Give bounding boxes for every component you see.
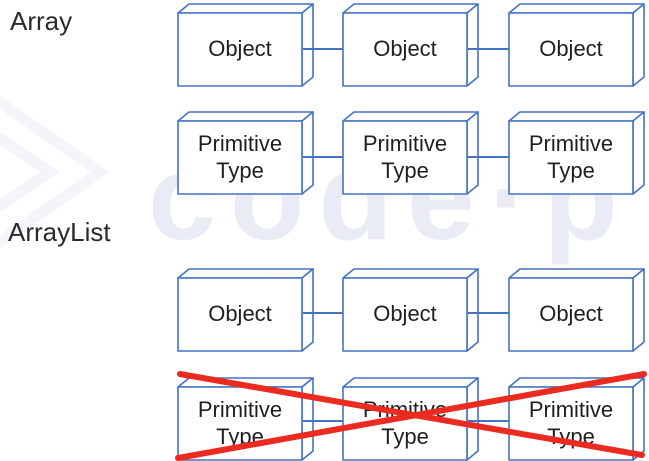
- box-label: Primitive Type: [197, 131, 283, 183]
- connector-line: [303, 48, 343, 50]
- connector-line: [468, 420, 509, 422]
- primitive-type-box: Primitive Type: [508, 111, 645, 195]
- primitive-type-box: Primitive Type: [342, 111, 479, 195]
- primitive-type-box: Primitive Type: [177, 111, 314, 195]
- box-label: Primitive Type: [528, 131, 614, 183]
- object-box: Object: [177, 268, 314, 352]
- connector-line: [468, 48, 509, 50]
- hexagon-watermark-icon: [0, 95, 110, 249]
- connector-line: [468, 156, 509, 158]
- object-box: Object: [508, 3, 645, 87]
- connector-line: [303, 156, 343, 158]
- box-label: Primitive Type: [362, 131, 448, 183]
- box-label: Object: [208, 301, 272, 327]
- box-label: Object: [539, 36, 603, 62]
- box-label: Object: [373, 301, 437, 327]
- section-label-arraylist: ArrayList: [8, 217, 111, 247]
- box-label: Object: [373, 36, 437, 62]
- object-box: Object: [342, 3, 479, 87]
- object-box: Object: [342, 268, 479, 352]
- connector-line: [303, 420, 343, 422]
- box-label: Object: [208, 36, 272, 62]
- connector-line: [468, 312, 509, 314]
- connector-line: [303, 312, 343, 314]
- object-box: Object: [177, 3, 314, 87]
- section-label-array: Array: [10, 6, 73, 36]
- box-label: Object: [539, 301, 603, 327]
- object-box: Object: [508, 268, 645, 352]
